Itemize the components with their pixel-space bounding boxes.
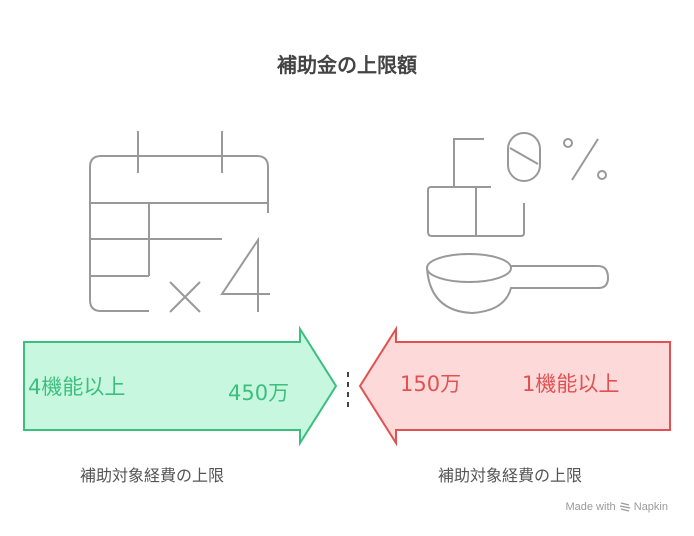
footer-prefix: Made with: [565, 501, 616, 513]
right-condition-label: 1機能以上: [522, 372, 620, 396]
left-amount-label: 450万: [228, 381, 290, 405]
calendar-times-four-icon: [89, 131, 270, 313]
left-arrow-shape: [23, 325, 338, 447]
footer-brand: Napkin: [633, 501, 668, 513]
measuring-scoop-percent-icon: [426, 132, 610, 315]
napkin-logo-icon: [619, 502, 630, 512]
right-amount-label: 150万: [400, 372, 462, 396]
made-with-napkin-footer[interactable]: Made with Napkin: [565, 501, 668, 513]
right-arrow-shape: [358, 325, 671, 447]
diagram-title: 補助金の上限額: [277, 53, 417, 77]
right-caption: 補助対象経費の上限: [438, 466, 583, 485]
left-condition-label: 4機能以上: [28, 375, 126, 399]
left-caption: 補助対象経費の上限: [80, 466, 225, 485]
